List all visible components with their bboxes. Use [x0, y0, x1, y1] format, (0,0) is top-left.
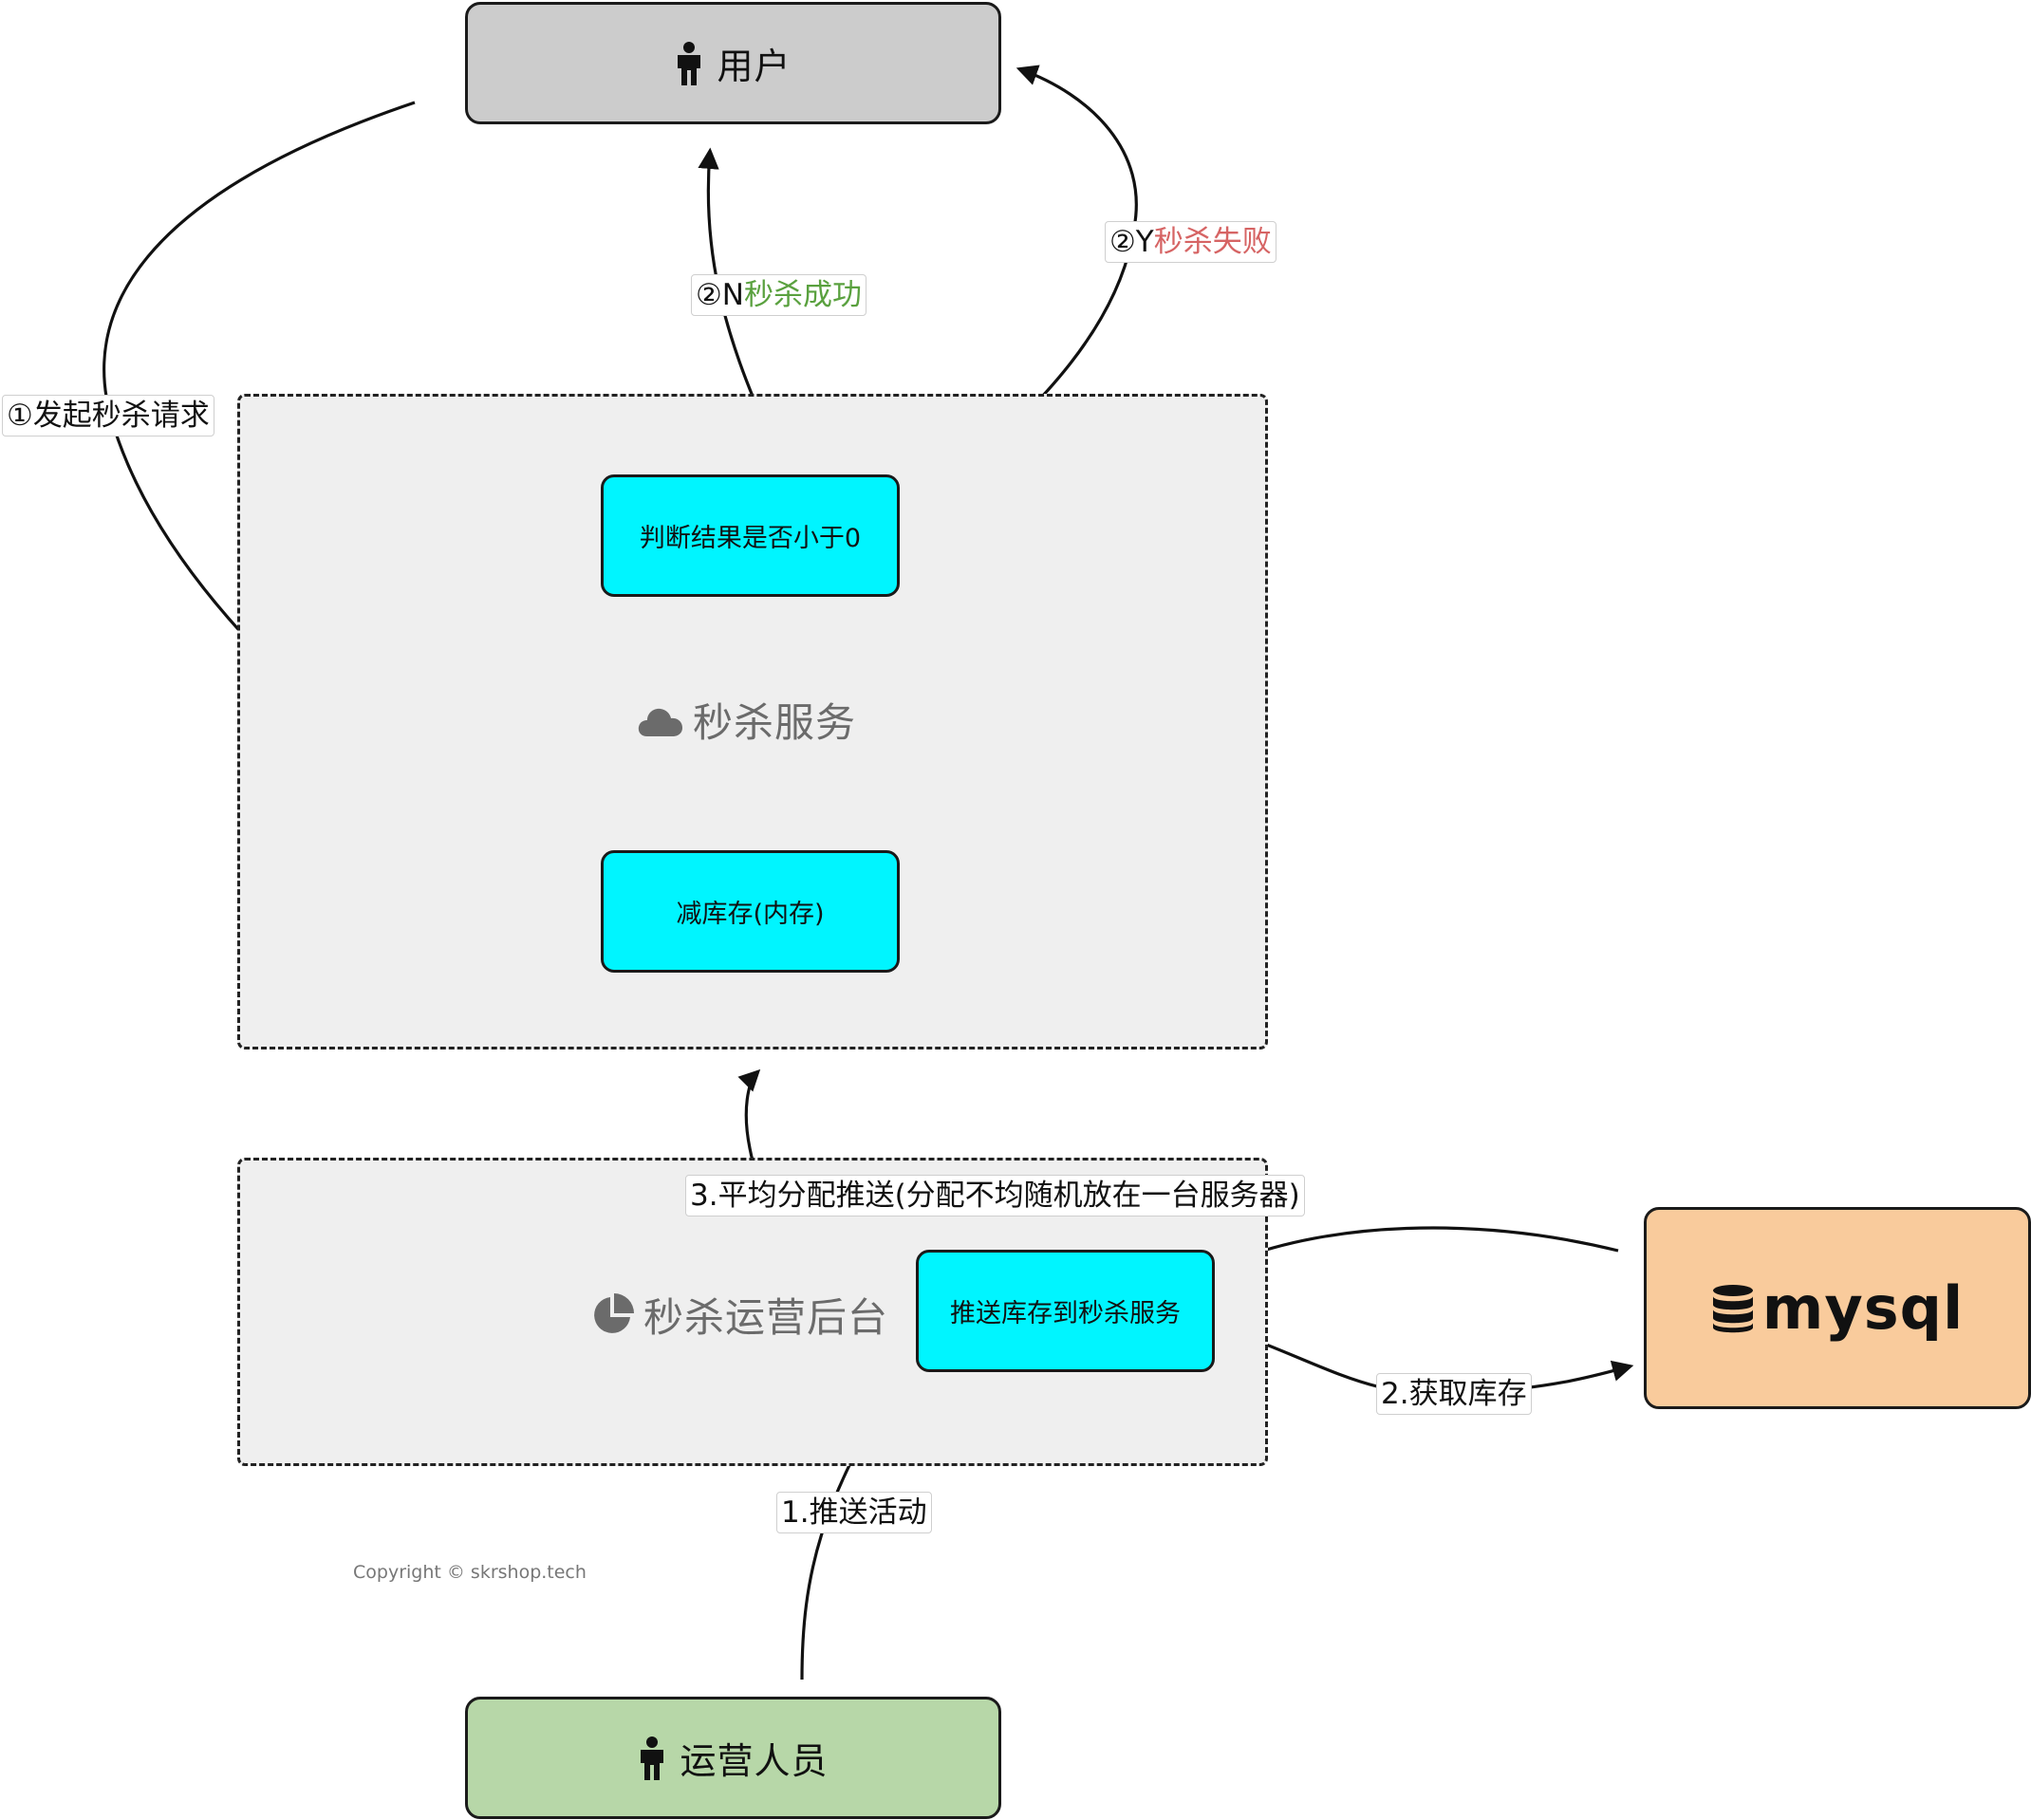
edge-label-fail: ②Y秒杀失败 [1105, 221, 1276, 263]
person-icon [678, 41, 701, 85]
group-title-seckill-service: 秒杀服务 [638, 691, 856, 749]
cloud-icon [638, 708, 682, 736]
node-mysql-label: mysql [1761, 1273, 1965, 1343]
edge-label-fail-prefix: ②Y [1109, 225, 1154, 259]
edge-label-distribute: 3.平均分配推送(分配不均随机放在一台服务器) [685, 1175, 1305, 1216]
node-judge[interactable]: 判断结果是否小于0 [601, 474, 900, 597]
edge-label-get-stock-text: 2.获取库存 [1381, 1377, 1527, 1411]
edge-label-request-text: ①发起秒杀请求 [7, 399, 210, 433]
edge-label-success-text: 秒杀成功 [743, 278, 862, 312]
edge-label-distribute-text: 3.平均分配推送(分配不均随机放在一台服务器) [690, 1179, 1300, 1213]
node-operator[interactable]: 运营人员 [465, 1697, 1001, 1819]
node-operator-label: 运营人员 [680, 1740, 829, 1782]
edge-label-request: ①发起秒杀请求 [2, 395, 214, 436]
edge-label-success-prefix: ②N [696, 278, 744, 312]
node-mysql[interactable]: mysql [1644, 1207, 2031, 1409]
edge-label-push-activity-text: 1.推送活动 [781, 1495, 927, 1530]
node-deduct[interactable]: 减库存(内存) [601, 850, 900, 973]
node-user[interactable]: 用户 [465, 2, 1001, 124]
node-push[interactable]: 推送库存到秒杀服务 [916, 1250, 1215, 1372]
database-icon [1712, 1284, 1753, 1332]
edge-label-push-activity: 1.推送活动 [776, 1492, 932, 1533]
node-user-label: 用户 [717, 46, 792, 87]
group-title-text: 秒杀运营后台 [643, 1294, 889, 1341]
group-title-text: 秒杀服务 [693, 699, 857, 746]
edge-label-fail-text: 秒杀失败 [1153, 225, 1272, 259]
edge-mysql-to-push [1231, 1226, 1619, 1264]
group-title-ops-backend: 秒杀运营后台 [590, 1286, 888, 1344]
copyright-text: Copyright © skrshop.tech [353, 1562, 587, 1583]
edge-label-success: ②N秒杀成功 [691, 274, 866, 316]
pie-chart-icon [594, 1292, 634, 1333]
edge-label-get-stock: 2.获取库存 [1376, 1373, 1532, 1415]
node-push-label: 推送库存到秒杀服务 [950, 1299, 1181, 1328]
node-deduct-label: 减库存(内存) [676, 900, 825, 929]
node-judge-label: 判断结果是否小于0 [639, 524, 862, 553]
person-icon [641, 1736, 664, 1780]
